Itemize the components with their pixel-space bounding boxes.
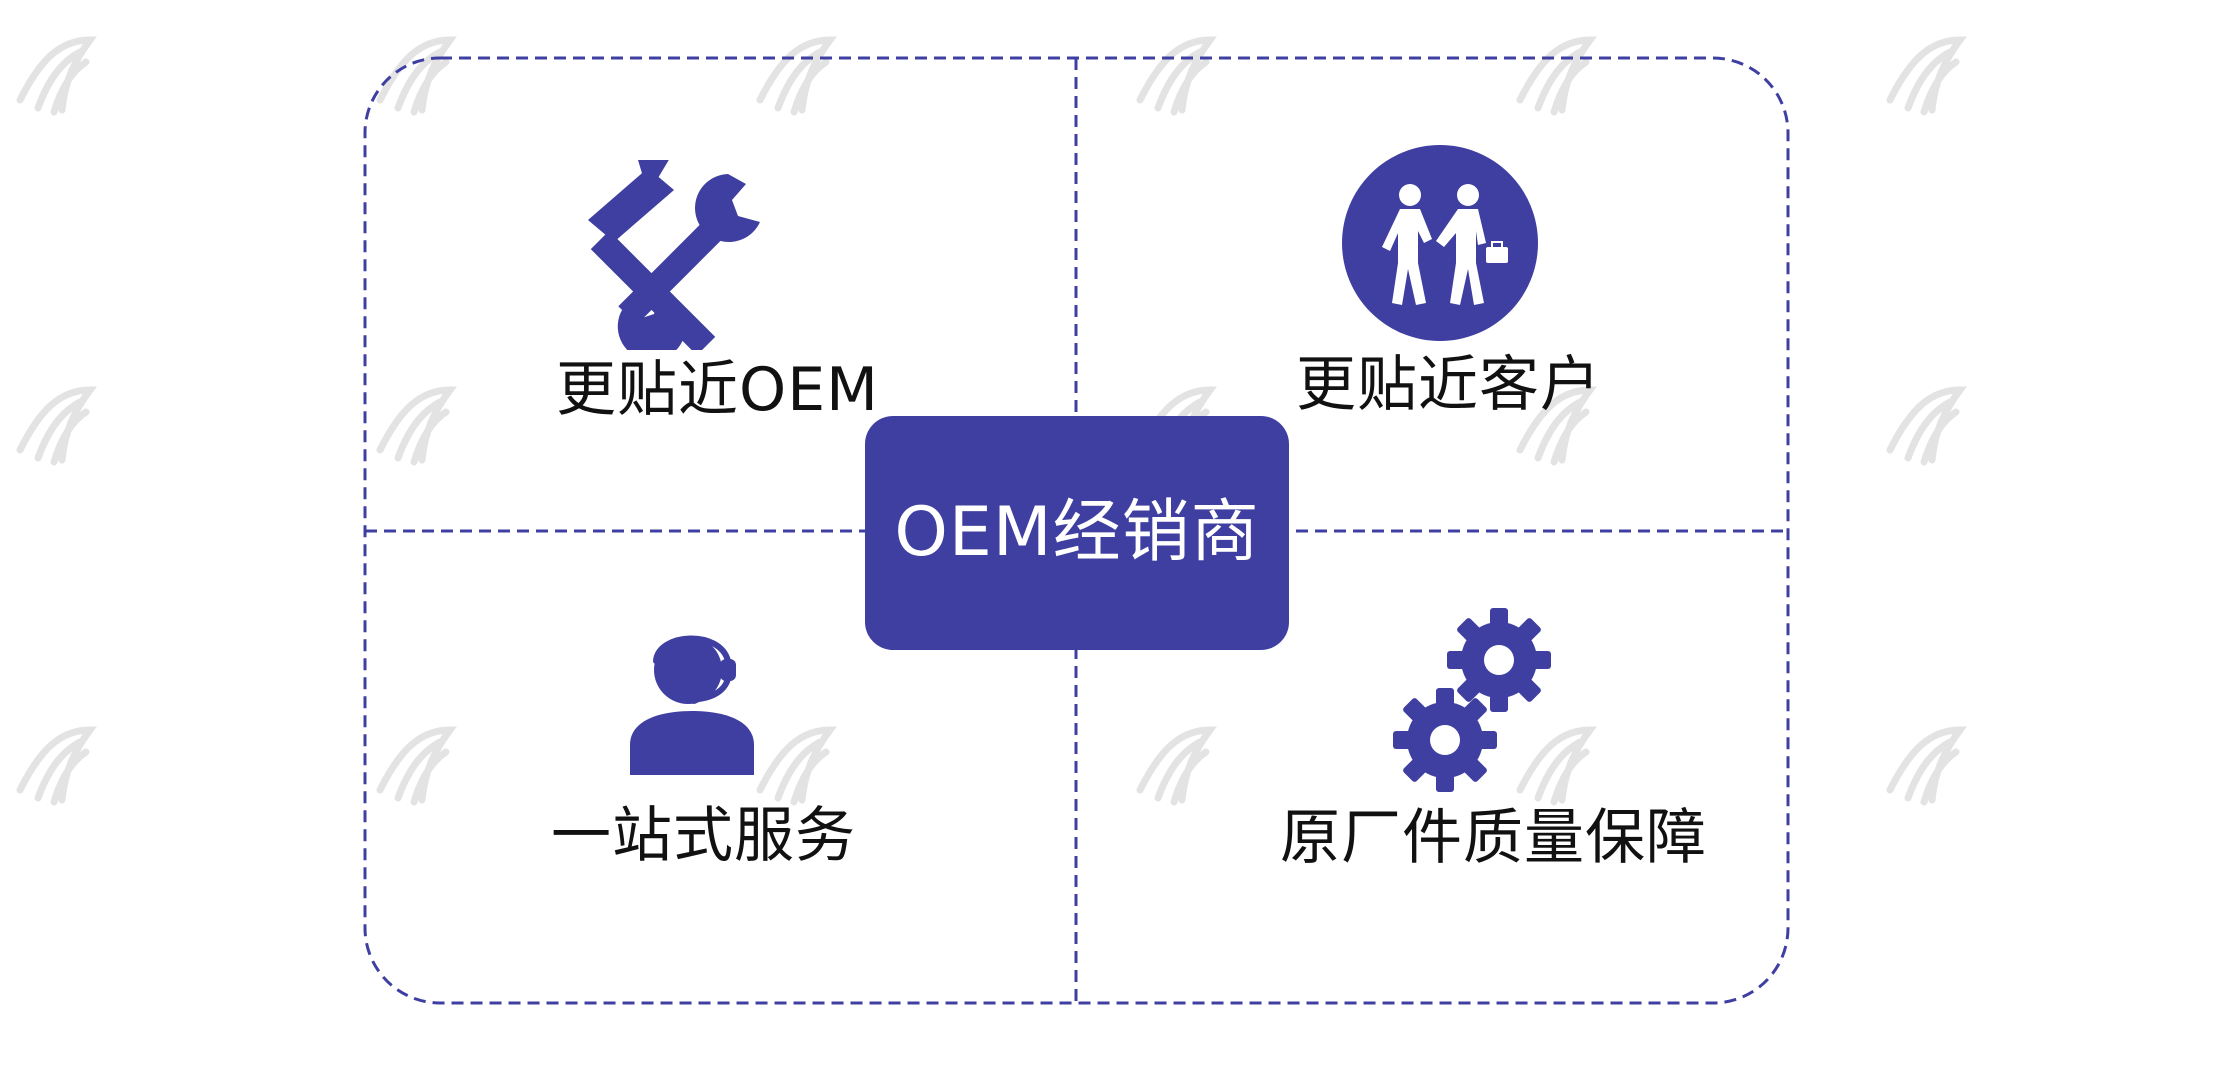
gears-icon	[1393, 608, 1551, 792]
wrench-hammer-icon	[588, 160, 760, 350]
customer-service-headset-icon	[630, 635, 754, 775]
center-node-label: OEM经销商	[894, 493, 1260, 572]
label-closer-to-customer: 更贴近客户	[1296, 350, 1601, 420]
handshake-people-icon	[1342, 145, 1538, 341]
label-closer-to-oem: 更贴近OEM	[556, 355, 879, 425]
label-one-stop-service: 一站式服务	[551, 801, 856, 871]
center-node-oem-dealer: OEM经销商	[865, 416, 1289, 650]
label-oem-parts-quality-guarantee: 原厂件质量保障	[1280, 803, 1707, 873]
